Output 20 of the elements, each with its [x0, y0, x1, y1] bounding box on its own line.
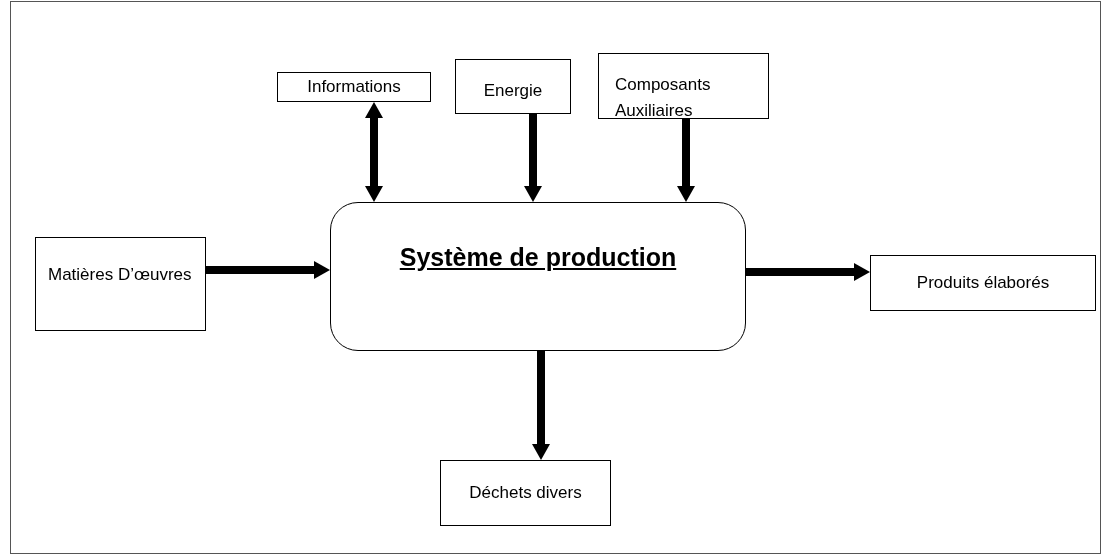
node-label: Informations	[307, 75, 401, 98]
arrow	[524, 114, 542, 202]
title-text: Système de production	[399, 242, 677, 273]
box	[35, 237, 206, 331]
box	[870, 255, 1096, 311]
process-box	[330, 202, 746, 351]
node-label: Déchets divers	[469, 482, 582, 505]
box	[440, 460, 611, 526]
box	[277, 72, 431, 102]
arrow	[677, 119, 695, 202]
node-label: Produits élaborés	[916, 272, 1050, 295]
arrow	[365, 102, 383, 202]
node-label: Composants Auxiliaires	[615, 74, 712, 122]
node-label: Energie	[483, 80, 543, 102]
box	[598, 53, 769, 119]
arrow	[206, 261, 330, 279]
box	[455, 59, 571, 114]
arrow	[532, 351, 550, 460]
arrow	[746, 263, 870, 281]
node-label: Matières D’œuvres	[48, 264, 192, 286]
